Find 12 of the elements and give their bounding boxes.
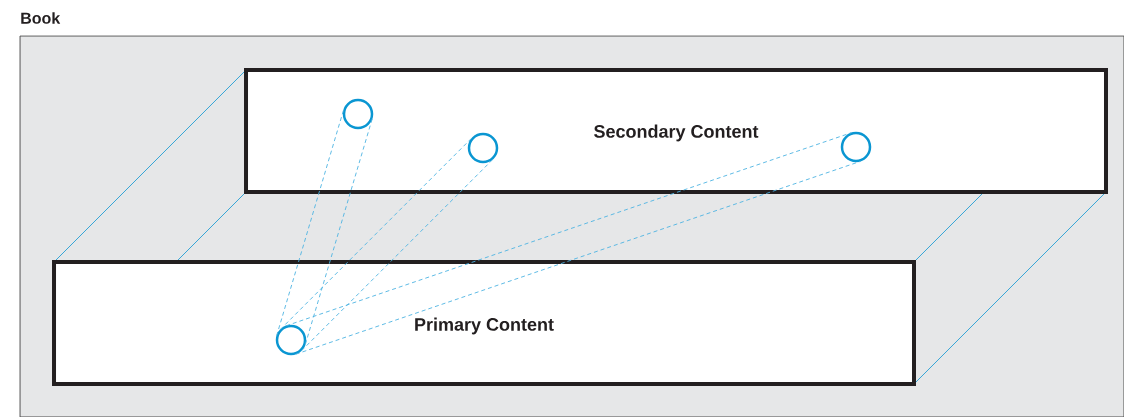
circle-marker xyxy=(840,131,872,163)
dashed-line xyxy=(279,136,495,352)
dashed-line xyxy=(285,132,862,355)
content-box xyxy=(52,260,916,386)
circle-marker xyxy=(275,324,307,356)
circle-marker xyxy=(342,98,374,130)
box-label: Primary Content xyxy=(415,317,554,335)
panel-title: Book xyxy=(21,12,61,24)
content-box xyxy=(244,68,1108,194)
box-label: Secondary Content xyxy=(594,124,759,142)
dashed-line xyxy=(276,109,373,345)
circle-marker xyxy=(467,132,499,164)
